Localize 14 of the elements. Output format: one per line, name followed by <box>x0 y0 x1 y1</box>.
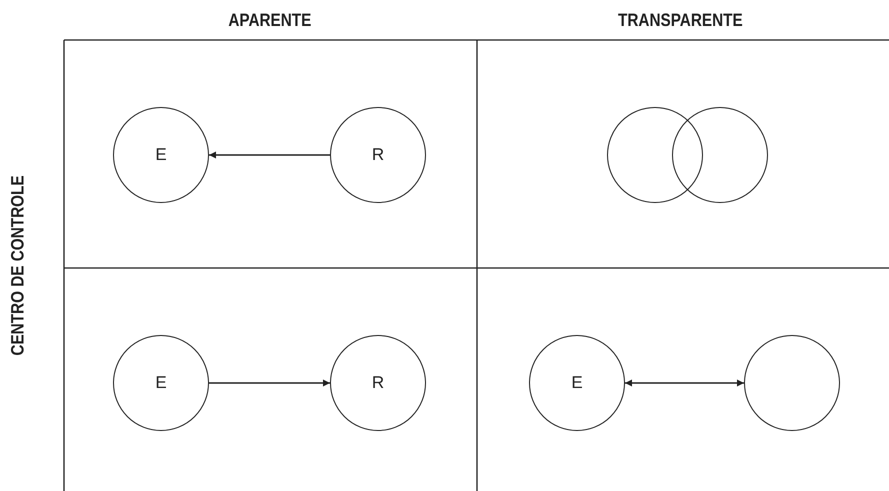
row-heading: CENTRO DE CONTROLE <box>8 174 28 356</box>
circle-node <box>672 107 768 203</box>
arrow <box>209 380 330 386</box>
arrow <box>625 380 744 386</box>
circle-node <box>744 335 840 431</box>
arrow <box>209 152 330 158</box>
circle-node: E <box>113 335 209 431</box>
circle-node <box>607 107 703 203</box>
circle-node: R <box>330 107 426 203</box>
circle-node: R <box>330 335 426 431</box>
column-heading: APARENTE <box>228 10 312 30</box>
circle-node: E <box>113 107 209 203</box>
circle-node: E <box>529 335 625 431</box>
column-heading: TRANSPARENTE <box>618 10 742 30</box>
